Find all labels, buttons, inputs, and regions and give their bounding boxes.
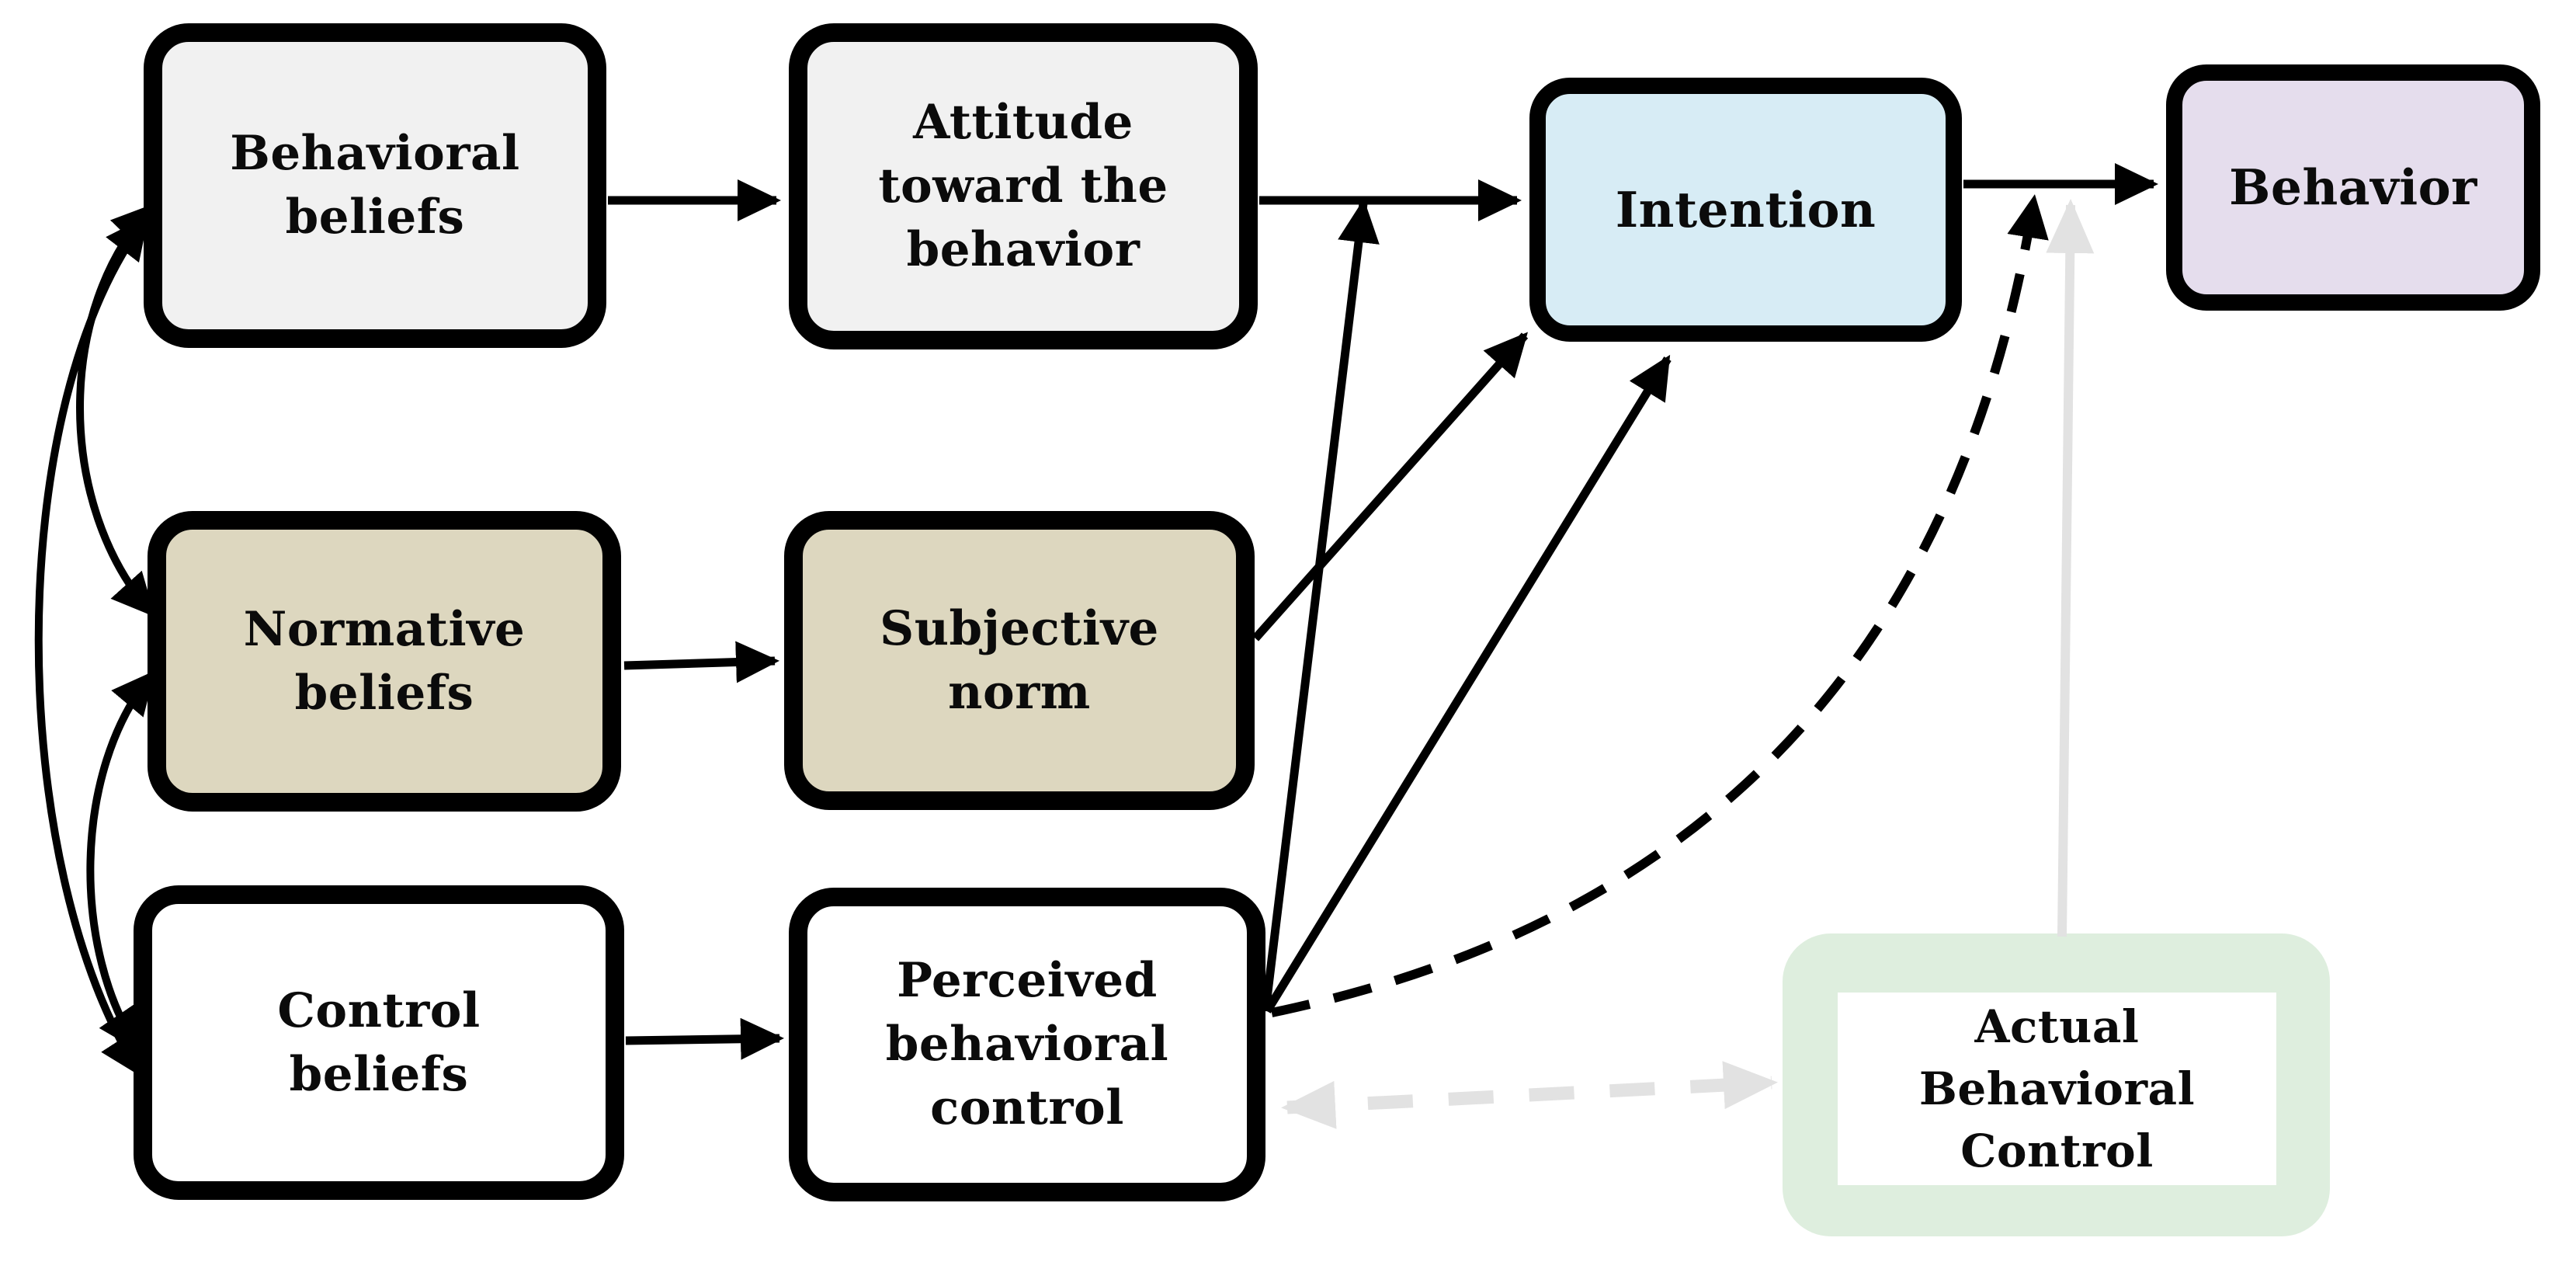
edge-abc-to-intention-behavior-arrow xyxy=(2046,199,2095,937)
node-attitude-label: Attitude toward the behavior xyxy=(878,95,1168,277)
node-control-beliefs: Control beliefs xyxy=(134,885,624,1200)
edge-pbc-to-intention-behavior-arrow-dashed xyxy=(1270,194,2049,1017)
arc-behavioral-control xyxy=(34,215,149,1078)
edge-nb-subjective-norm xyxy=(623,641,779,683)
node-subjective-norm-label: Subjective norm xyxy=(880,600,1159,720)
node-intention: Intention xyxy=(1529,78,1962,342)
node-behavior: Behavior xyxy=(2166,64,2540,311)
node-control-beliefs-label: Control beliefs xyxy=(277,982,481,1102)
node-behavioral-beliefs: Behavioral beliefs xyxy=(144,23,606,348)
node-behavior-label: Behavior xyxy=(2229,158,2477,217)
arc-normative-control xyxy=(86,670,155,1052)
node-normative-beliefs-label: Normative beliefs xyxy=(243,601,526,721)
edge-pbc-intention xyxy=(1263,354,1672,1013)
node-normative-beliefs: Normative beliefs xyxy=(148,511,621,812)
node-subjective-norm: Subjective norm xyxy=(784,511,1255,810)
node-actual-behavioral-control: Actual Behavioral Control xyxy=(1783,933,2330,1236)
node-perceived-behavioral-control-label: Perceived behavioral control xyxy=(885,953,1169,1135)
node-attitude: Attitude toward the behavior xyxy=(789,23,1258,349)
edge-sn-intention xyxy=(1252,332,1529,641)
node-actual-behavioral-control-label: Actual Behavioral Control xyxy=(1918,1000,2196,1178)
edge-cb-pbc xyxy=(625,1017,784,1060)
node-actual-behavioral-control-inner: Actual Behavioral Control xyxy=(1838,993,2276,1185)
edge-pbc-abc-gray-dashed xyxy=(1281,1061,1778,1129)
node-perceived-behavioral-control: Perceived behavioral control xyxy=(789,888,1265,1201)
node-intention-label: Intention xyxy=(1615,180,1876,238)
node-behavioral-beliefs-label: Behavioral beliefs xyxy=(230,126,520,245)
edge-pbc-to-attitude-intention-arrow xyxy=(1261,199,1380,1012)
